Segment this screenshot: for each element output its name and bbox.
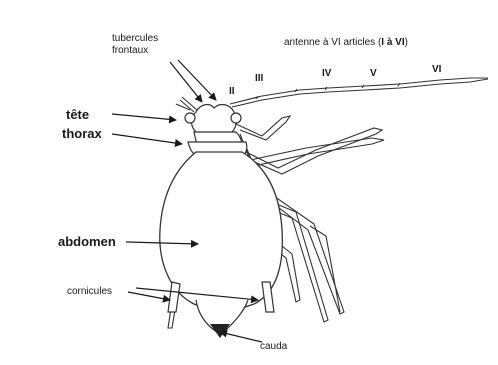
segment-label-v: V — [370, 69, 377, 79]
head — [185, 105, 241, 135]
segment-label-iv: IV — [322, 69, 331, 79]
label-thorax: thorax — [62, 127, 102, 140]
label-tete: tête — [66, 108, 89, 121]
label-tubercules-line1: tubercules — [112, 33, 158, 45]
cornicule-left — [168, 282, 180, 312]
segment-label-iii: III — [255, 74, 263, 84]
label-antenne-bold: I à VI — [381, 37, 404, 48]
arrow-thorax — [112, 134, 182, 144]
label-tubercules-frontaux: tubercules frontaux — [112, 33, 158, 57]
segment-label-vi: VI — [432, 65, 441, 75]
label-abdomen: abdomen — [58, 235, 116, 248]
arrow-tete — [112, 114, 176, 120]
label-antenne-prefix: antenne à VI articles ( — [284, 37, 381, 48]
label-cornicules: cornicules — [67, 287, 112, 297]
label-antenne-suffix: ) — [405, 37, 408, 48]
label-antenne: antenne à VI articles (I à VI) — [284, 38, 408, 48]
cauda-tip — [210, 324, 230, 338]
arrow-cornicule-left — [128, 292, 170, 300]
segment-label-ii: II — [229, 87, 235, 97]
arrow-cauda — [220, 332, 262, 342]
label-cauda: cauda — [260, 342, 287, 352]
label-tubercules-line2: frontaux — [112, 45, 158, 57]
